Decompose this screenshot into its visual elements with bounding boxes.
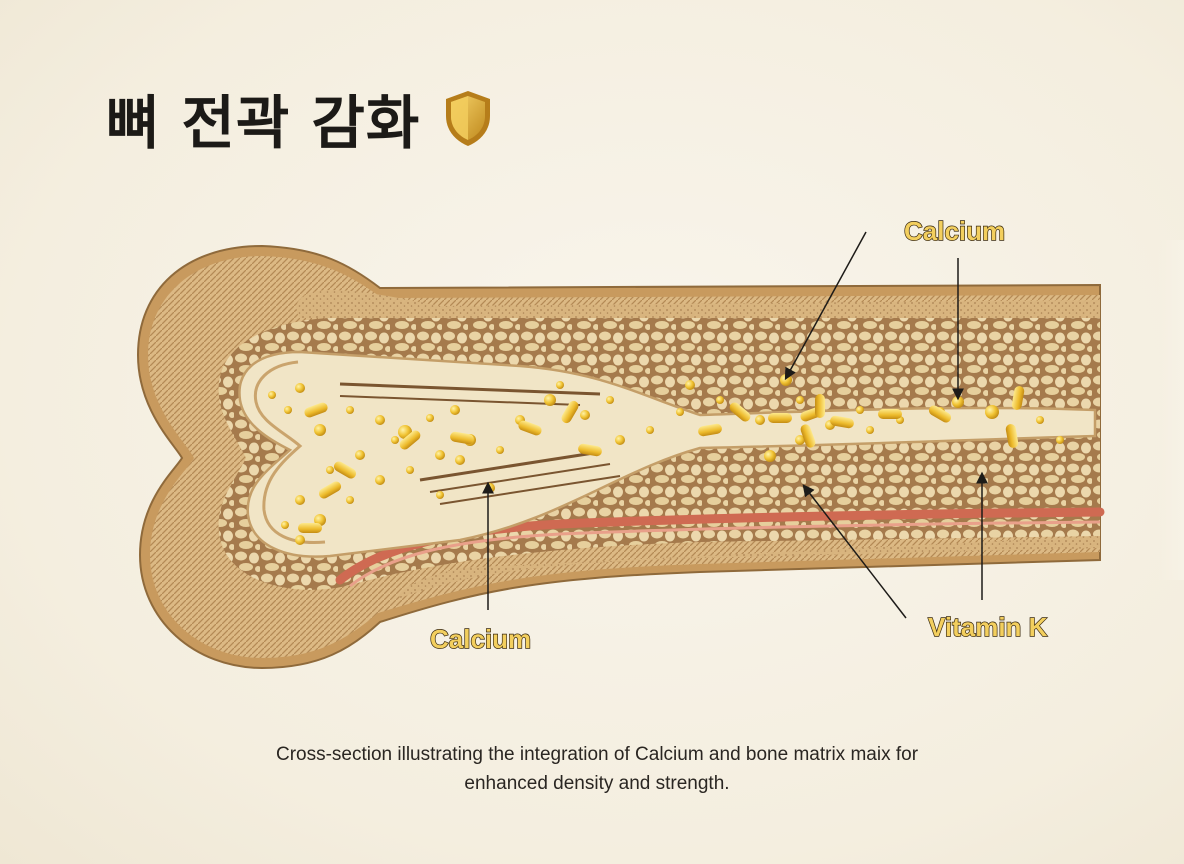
calcium-particle — [796, 396, 804, 404]
calcium-particle — [406, 466, 414, 474]
calcium-particle — [985, 405, 999, 419]
calcium-particle — [268, 391, 276, 399]
calcium-particle — [346, 406, 354, 414]
label-vitamin-k: Vitamin K — [928, 612, 1048, 642]
calcium-particle — [685, 380, 695, 390]
calcium-particle — [375, 415, 385, 425]
calcium-particle — [485, 483, 495, 493]
calcium-particle — [764, 450, 776, 462]
calcium-particle — [866, 426, 874, 434]
calcium-particle — [1036, 416, 1044, 424]
calcium-particle — [455, 455, 465, 465]
calcium-particle — [295, 535, 305, 545]
calcium-particle — [755, 415, 765, 425]
calcium-particle — [314, 424, 326, 436]
caption-line-1: Cross-section illustrating the integrati… — [232, 740, 962, 769]
label-calcium-bottom: Calcium — [430, 624, 531, 654]
calcium-particle — [346, 496, 354, 504]
vitamin-capsule — [815, 394, 825, 418]
calcium-particle — [375, 475, 385, 485]
calcium-particle — [496, 446, 504, 454]
calcium-particle — [544, 394, 556, 406]
vitamin-capsule — [298, 523, 322, 533]
calcium-particle — [716, 396, 724, 404]
calcium-particle — [450, 405, 460, 415]
vitamin-capsule — [768, 413, 792, 423]
calcium-particle — [435, 450, 445, 460]
calcium-particle — [556, 381, 564, 389]
calcium-particle — [676, 408, 684, 416]
calcium-particle — [856, 406, 864, 414]
calcium-particle — [295, 383, 305, 393]
calcium-particle — [646, 426, 654, 434]
calcium-particle — [606, 396, 614, 404]
calcium-particle — [326, 466, 334, 474]
label-calcium-top: Calcium — [904, 216, 1005, 246]
calcium-particle — [780, 374, 792, 386]
calcium-particle — [436, 491, 444, 499]
calcium-particle — [615, 435, 625, 445]
calcium-particle — [391, 436, 399, 444]
caption: Cross-section illustrating the integrati… — [232, 740, 962, 798]
calcium-particle — [1056, 436, 1064, 444]
calcium-particle — [426, 414, 434, 422]
calcium-particle — [284, 406, 292, 414]
calcium-particle — [295, 495, 305, 505]
calcium-particle — [580, 410, 590, 420]
calcium-particle — [281, 521, 289, 529]
caption-line-2: enhanced density and strength. — [232, 769, 962, 798]
vitamin-capsule — [878, 409, 902, 419]
calcium-particle — [355, 450, 365, 460]
